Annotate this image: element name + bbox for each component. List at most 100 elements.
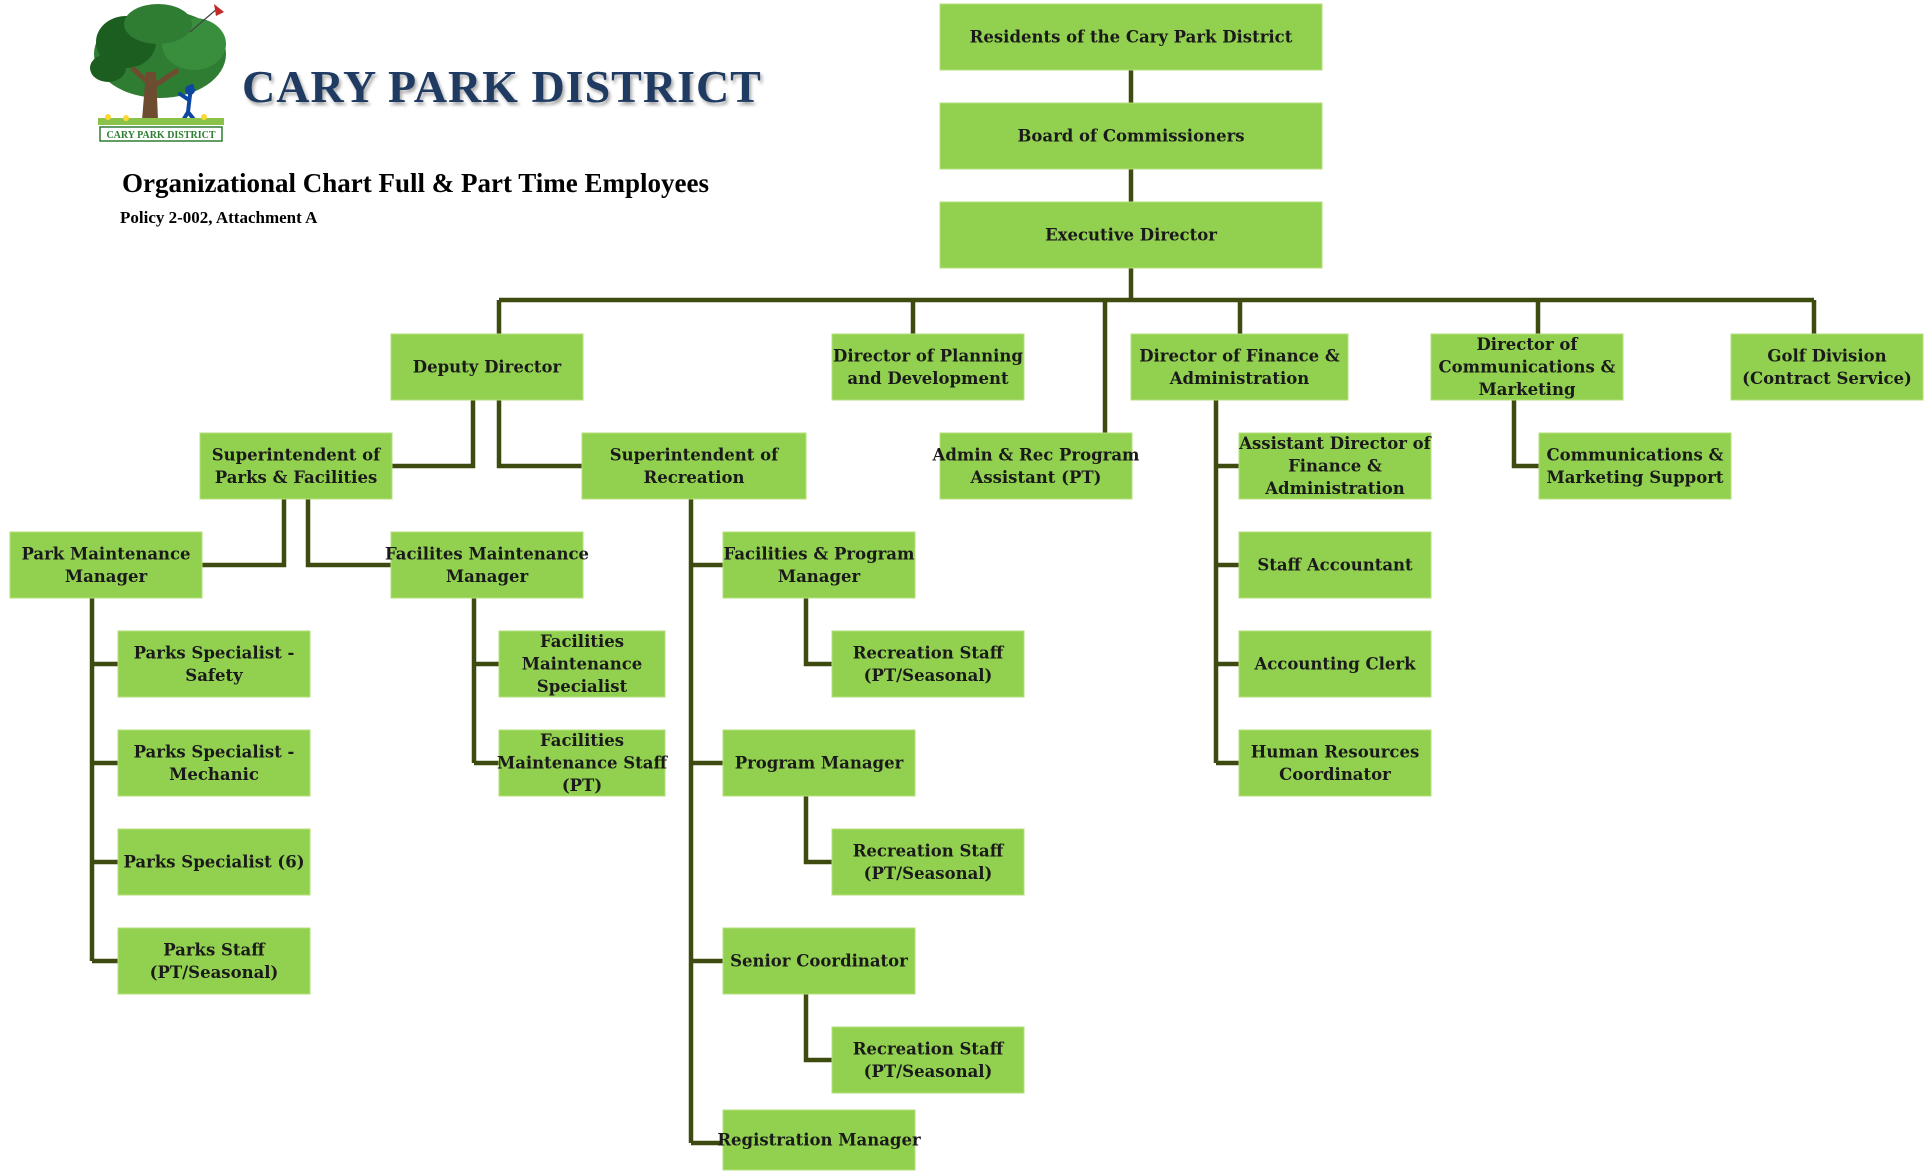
org-box-label: Specialist bbox=[537, 677, 628, 696]
org-box bbox=[199, 432, 393, 500]
org-box bbox=[722, 1109, 916, 1171]
org-box-label: Program Manager bbox=[735, 754, 904, 773]
org-box bbox=[831, 828, 1025, 896]
org-box bbox=[1238, 630, 1432, 698]
org-node-parks-specialist-6: Parks Specialist (6) bbox=[117, 828, 311, 896]
org-box-label: Recreation bbox=[643, 468, 744, 487]
org-box-label: Coordinator bbox=[1279, 765, 1391, 784]
org-box-label: Superintendent of bbox=[610, 445, 779, 464]
org-box-label: Facilities & Program bbox=[724, 544, 915, 563]
org-box bbox=[390, 333, 584, 401]
org-node-residents: Residents of the Cary Park District bbox=[939, 3, 1323, 71]
org-box-label: Recreation Staff bbox=[853, 1039, 1005, 1058]
org-box bbox=[1238, 432, 1432, 500]
org-box bbox=[722, 927, 916, 995]
org-box bbox=[390, 531, 584, 599]
org-node-director-planning: Director of Planning and Development bbox=[831, 333, 1025, 401]
org-box bbox=[939, 3, 1323, 71]
org-box-label: (PT) bbox=[562, 776, 602, 795]
org-box bbox=[117, 828, 311, 896]
org-box-label: Residents of the Cary Park District bbox=[970, 28, 1293, 47]
org-box bbox=[498, 729, 666, 797]
org-box bbox=[831, 333, 1025, 401]
org-box-label: Manager bbox=[778, 567, 861, 586]
connector-line bbox=[803, 994, 832, 1063]
org-box-label: Park Maintenance bbox=[21, 544, 190, 563]
org-node-parks-staff: Parks Staff(PT/Seasonal) bbox=[117, 927, 311, 995]
org-node-supt-recreation: Superintendent of Recreation bbox=[581, 432, 807, 500]
org-box-label: Director of Planning bbox=[833, 346, 1023, 365]
org-node-parks-specialist-mechanic: Parks Specialist - Mechanic bbox=[117, 729, 311, 797]
connector-line bbox=[496, 400, 582, 469]
org-node-registration-manager: Registration Manager bbox=[717, 1109, 921, 1171]
org-box bbox=[117, 630, 311, 698]
org-node-senior-coordinator: Senior Coordinator bbox=[722, 927, 916, 995]
org-box bbox=[722, 729, 916, 797]
org-box-label: Parks Staff bbox=[163, 940, 266, 959]
org-box bbox=[939, 102, 1323, 170]
org-box-label: Admin & Rec Program bbox=[932, 445, 1140, 464]
org-box bbox=[939, 201, 1323, 269]
org-node-asst-director-finance: Assistant Director of Finance & Administra… bbox=[1238, 432, 1432, 500]
org-box-label: Assistant Director of bbox=[1238, 434, 1431, 453]
org-box bbox=[1130, 333, 1349, 401]
org-node-golf-division: Golf Division (Contract Service) bbox=[1730, 333, 1924, 401]
org-box-label: Facilites Maintenance bbox=[385, 544, 589, 563]
org-box bbox=[581, 432, 807, 500]
org-node-staff-accountant: Staff Accountant bbox=[1238, 531, 1432, 599]
org-node-director-finance: Director of Finance &Administration bbox=[1130, 333, 1349, 401]
org-box-label: Mechanic bbox=[169, 765, 259, 784]
org-box-label: Parks Specialist - bbox=[134, 643, 295, 662]
org-box-label: Human Resources bbox=[1251, 742, 1420, 761]
org-box bbox=[831, 630, 1025, 698]
org-box-label: Staff Accountant bbox=[1257, 556, 1413, 575]
org-box-label: Marketing bbox=[1478, 380, 1575, 399]
org-box-label: Finance & bbox=[1288, 457, 1382, 476]
org-box-label: Recreation Staff bbox=[853, 643, 1005, 662]
connector-line bbox=[1511, 400, 1539, 469]
org-box-label: Registration Manager bbox=[717, 1131, 921, 1150]
org-box-label: Director of bbox=[1477, 335, 1579, 354]
brand-name: CARY PARK DISTRICT bbox=[242, 61, 762, 112]
org-node-rec-staff-3: Recreation Staff(PT/Seasonal) bbox=[831, 1026, 1025, 1094]
chart-subtitle: Policy 2-002, Attachment A bbox=[120, 208, 318, 227]
org-box-label: Communications & bbox=[1547, 445, 1724, 464]
connector-lines bbox=[89, 70, 1817, 1146]
org-box-label: Parks Specialist - bbox=[134, 742, 295, 761]
org-box-label: Golf Division bbox=[1767, 346, 1886, 365]
org-node-board: Board of Commissioners bbox=[939, 102, 1323, 170]
org-box-label: Executive Director bbox=[1045, 226, 1217, 245]
org-box-label: Recreation Staff bbox=[853, 841, 1005, 860]
org-box-label: (PT/Seasonal) bbox=[864, 864, 993, 883]
connector-line bbox=[202, 499, 287, 568]
org-box bbox=[1730, 333, 1924, 401]
org-box-label: (PT/Seasonal) bbox=[864, 666, 993, 685]
org-node-parks-specialist-safety: Parks Specialist -Safety bbox=[117, 630, 311, 698]
org-node-program-manager: Program Manager bbox=[722, 729, 916, 797]
org-box bbox=[939, 432, 1133, 500]
org-box bbox=[117, 927, 311, 995]
org-node-accounting-clerk: Accounting Clerk bbox=[1238, 630, 1432, 698]
connector-line bbox=[803, 598, 832, 667]
org-box-label: Manager bbox=[446, 567, 529, 586]
org-box bbox=[1238, 729, 1432, 797]
org-box-label: Administration bbox=[1264, 479, 1405, 498]
org-boxes: Residents of the Cary Park DistrictBoard… bbox=[9, 3, 1924, 1171]
org-node-deputy-director: Deputy Director bbox=[390, 333, 584, 401]
connector-line bbox=[392, 400, 476, 469]
org-box-label: and Development bbox=[847, 369, 1009, 388]
org-box bbox=[1430, 333, 1624, 401]
org-box-label: Director of Finance & bbox=[1139, 346, 1340, 365]
org-box bbox=[831, 1026, 1025, 1094]
org-box-label: Parks Specialist (6) bbox=[123, 853, 304, 872]
org-box-label: Assistant (PT) bbox=[970, 468, 1102, 487]
org-box-label: (Contract Service) bbox=[1742, 369, 1912, 388]
